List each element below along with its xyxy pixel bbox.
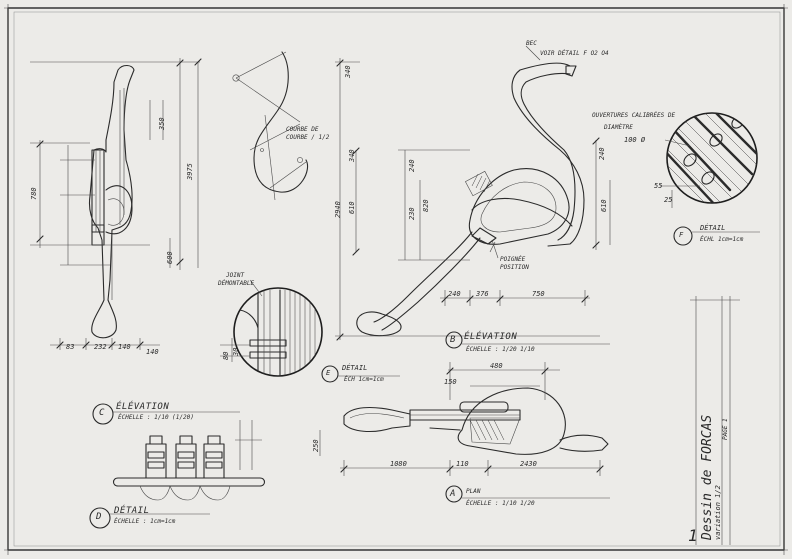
note-diametre: DIAMÈTRE xyxy=(604,124,633,131)
dim-elev-h7: 240 xyxy=(408,159,416,172)
marker-b xyxy=(445,331,463,349)
marker-c xyxy=(92,403,114,425)
sheet-page: PAGE 1 xyxy=(722,418,729,440)
note-joint: JOINT xyxy=(226,272,245,279)
view-a-scale: ÉCHELLE : 1/10 1/20 xyxy=(466,500,535,507)
dim-c-b1: 83 xyxy=(66,343,75,351)
view-f-scale: ÉCHL 1cm=1cm xyxy=(700,236,744,243)
view-c-title: ÉLÉVATION xyxy=(116,402,170,412)
dim-plan-mid: 110 xyxy=(456,460,469,468)
view-b-title: ÉLÉVATION xyxy=(464,332,518,342)
dim-elev-h2: 610 xyxy=(348,201,356,214)
dim-plan-right: 2430 xyxy=(520,460,537,468)
view-e-title: DÉTAIL xyxy=(342,364,368,372)
valve-3 xyxy=(203,435,225,479)
sheet-number: 1 xyxy=(688,526,698,545)
dim-elev-h6: 820 xyxy=(422,199,430,212)
dim-f-v2: 25 xyxy=(664,196,673,204)
note-bec-detail: VOIR DÉTAIL F O2 O4 xyxy=(540,50,609,57)
view-f-letter: F xyxy=(679,231,684,239)
title-block xyxy=(690,296,740,545)
valve-1 xyxy=(145,435,167,479)
dim-elev-c: 750 xyxy=(532,290,545,298)
dim-plan-top: 480 xyxy=(490,362,503,370)
view-b-letter: B xyxy=(450,335,456,345)
note-bec: BEC xyxy=(526,40,537,47)
marker-a xyxy=(445,485,463,503)
dim-elev-h1: 2940 xyxy=(334,201,342,218)
view-d-title: DÉTAIL xyxy=(114,506,150,516)
dim-f-v1: 55 xyxy=(654,182,663,190)
dim-d-v1: 80 xyxy=(222,351,230,360)
view-c-elevation xyxy=(30,58,202,350)
dim-c-h1: 3975 xyxy=(186,163,194,180)
sheet-subtitle: variation 1/2 xyxy=(714,485,722,540)
view-e-detail xyxy=(220,279,323,377)
dim-plan-left: 1080 xyxy=(390,460,407,468)
sheet-inner-border xyxy=(13,11,781,547)
view-f-title: DÉTAIL xyxy=(700,224,726,232)
dim-elev-h5: 230 xyxy=(408,207,416,220)
dim-c-b4: 140 xyxy=(146,348,159,356)
view-e-letter: E xyxy=(326,369,331,377)
dim-c-h3: 350 xyxy=(158,117,166,130)
note-position: POSITION xyxy=(500,264,529,271)
curve-construction xyxy=(232,51,308,201)
view-b-scale: ÉCHELLE : 1/20 1/10 xyxy=(466,346,535,353)
marker-f xyxy=(673,226,693,246)
view-e-scale: ÉCH 1cm=1cm xyxy=(344,376,384,383)
note-demontable: DÉMONTABLE xyxy=(218,280,255,287)
marker-d xyxy=(89,507,111,529)
dim-plan-top2: 150 xyxy=(444,378,457,386)
dim-c-h4: 600 xyxy=(166,251,174,264)
view-d-scale: ÉCHELLE : 1cm=1cm xyxy=(114,518,176,525)
view-a-letter: A xyxy=(450,489,456,499)
view-a-title: PLAN xyxy=(466,488,481,495)
dim-c-b2: 232 xyxy=(94,343,107,351)
dim-elev-b: 376 xyxy=(476,290,489,298)
dim-elev-r: 610 xyxy=(600,199,608,212)
dim-c-h2: 780 xyxy=(30,187,38,200)
view-b-elevation xyxy=(335,45,611,341)
view-d-letter: D xyxy=(96,512,102,522)
note-courbe: COURBE DE xyxy=(286,126,319,133)
valve-2 xyxy=(175,435,197,479)
dim-plan-v: 250 xyxy=(312,439,320,452)
note-diam-val: 100 Ø xyxy=(624,136,646,144)
view-c-letter: C xyxy=(99,408,105,418)
view-a-plan xyxy=(319,362,609,476)
dim-elev-a: 240 xyxy=(448,290,461,298)
marker-e xyxy=(321,365,339,383)
note-ouvertures: OUVERTURES CALIBRÉES DE xyxy=(592,112,676,119)
sheet-title: Dessin de FORCAS xyxy=(700,414,715,540)
dim-elev-h4: 340 xyxy=(344,65,352,78)
dim-elev-r2: 240 xyxy=(598,147,606,160)
dim-elev-h3: 340 xyxy=(348,149,356,162)
dim-c-b3: 140 xyxy=(118,343,131,351)
view-d-detail xyxy=(112,420,266,501)
view-c-scale: ÉCHELLE : 1/10 (1/20) xyxy=(118,414,194,421)
sheet-border xyxy=(7,7,785,551)
note-courbe2: COURBE / 1/2 xyxy=(286,134,330,141)
note-poignee: POIGNÉE xyxy=(500,256,526,263)
dim-d-v2: 30 xyxy=(232,347,240,356)
